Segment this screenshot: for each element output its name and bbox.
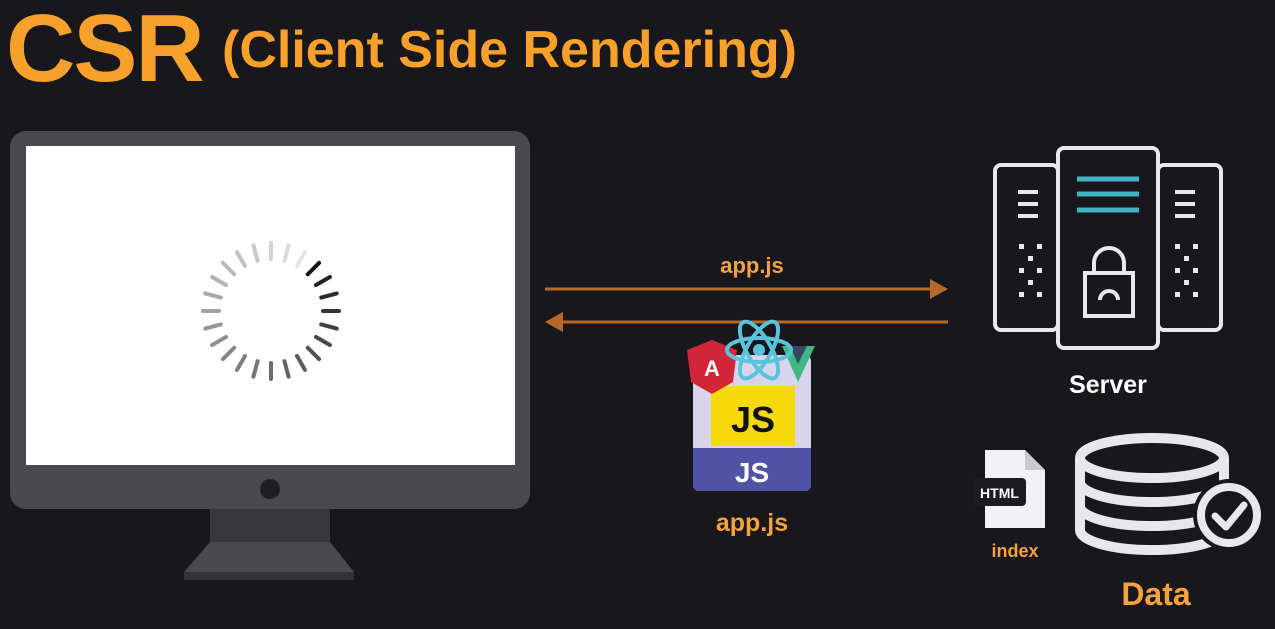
spinner-tick xyxy=(314,335,332,347)
spinner-tick xyxy=(220,345,237,362)
html-badge-text: HTML xyxy=(980,485,1019,501)
monitor-screen xyxy=(26,146,515,465)
angular-icon: A xyxy=(687,340,737,394)
server-icon xyxy=(993,146,1223,350)
spinner-tick xyxy=(282,359,291,379)
spinner-tick xyxy=(319,291,339,300)
spinner-tick xyxy=(203,322,223,331)
spinner-tick xyxy=(210,335,228,347)
vent-dot xyxy=(1175,292,1180,297)
spinner-tick xyxy=(295,250,307,268)
lock-icon xyxy=(1083,246,1135,318)
arrow-to-server xyxy=(545,279,948,299)
server-label: Server xyxy=(1069,371,1147,399)
spinner-tick xyxy=(319,322,339,331)
spinner-tick xyxy=(210,275,228,287)
spinner-tick xyxy=(314,275,332,287)
js-lower-text: JS xyxy=(735,457,769,488)
html-file-icon: HTML xyxy=(973,450,1045,528)
spinner-tick xyxy=(282,243,291,263)
spinner-tick xyxy=(235,250,247,268)
loading-spinner-icon xyxy=(201,241,341,381)
bundle-label: app.js xyxy=(716,509,788,537)
monitor-stand xyxy=(184,542,354,572)
vent-dot xyxy=(1193,244,1198,249)
monitor-icon xyxy=(10,131,530,580)
spinner-tick xyxy=(220,260,237,277)
arrow-to-client xyxy=(545,312,948,332)
vent-dot xyxy=(1028,280,1033,285)
title-subtitle: (Client Side Rendering) xyxy=(222,21,797,79)
vent-dot xyxy=(1037,268,1042,273)
spinner-tick xyxy=(251,359,260,379)
vent-dot xyxy=(1037,244,1042,249)
vent-dot xyxy=(1028,256,1033,261)
spinner-tick xyxy=(305,260,322,277)
spinner-tick xyxy=(305,345,322,362)
title-csr: CSR xyxy=(6,0,205,102)
vent-dot xyxy=(1193,292,1198,297)
arrow-label: app.js xyxy=(720,253,784,278)
spinner-tick xyxy=(295,354,307,372)
svg-text:A: A xyxy=(704,356,720,381)
vent-dot xyxy=(1193,268,1198,273)
react-icon xyxy=(725,319,793,381)
data-label: Data xyxy=(1121,576,1191,612)
vent-dot xyxy=(1019,268,1024,273)
js-upper-text: JS xyxy=(731,399,775,440)
monitor-power-button xyxy=(260,479,280,499)
spinner-tick xyxy=(203,291,223,300)
vent-dot xyxy=(1037,292,1042,297)
vent-dot xyxy=(1175,268,1180,273)
monitor-neck xyxy=(210,509,330,542)
spinner-tick xyxy=(235,354,247,372)
vent-dot xyxy=(1175,244,1180,249)
vent-dot xyxy=(1019,244,1024,249)
index-label: index xyxy=(991,541,1038,561)
check-icon xyxy=(1193,479,1265,551)
vent-dot xyxy=(1184,280,1189,285)
vent-dot xyxy=(1184,256,1189,261)
server-vent-dots xyxy=(1019,244,1198,297)
spinner-tick xyxy=(251,243,260,263)
vent-dot xyxy=(1019,292,1024,297)
js-bundle-icon: JS JS A xyxy=(687,319,815,491)
